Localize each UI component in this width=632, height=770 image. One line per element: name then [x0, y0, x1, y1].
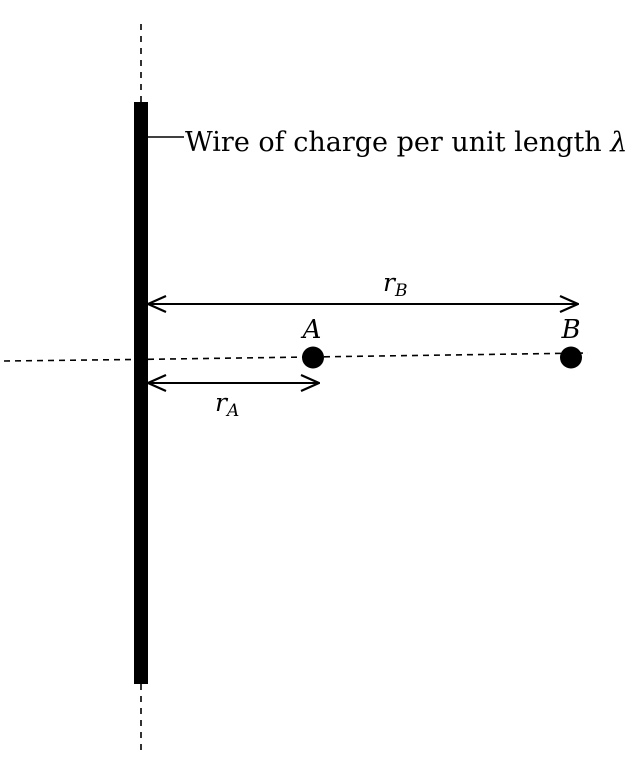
distance-b-label: rB	[383, 268, 407, 301]
point-a-dot	[302, 346, 324, 369]
charged-wire	[134, 102, 148, 684]
point-b-label: B	[560, 315, 580, 345]
wire-label-text: Wire of charge per unit length	[185, 127, 602, 158]
point-b-dot	[560, 346, 582, 369]
distance-a-label: rA	[215, 388, 239, 421]
point-a-label: A	[301, 315, 322, 345]
lambda-symbol: λ	[609, 127, 627, 158]
reference-line-left-dashed	[3, 358, 135, 362]
reference-line-right-dashed	[147, 352, 589, 361]
wire-label: Wire of charge per unit length λ	[185, 127, 627, 158]
